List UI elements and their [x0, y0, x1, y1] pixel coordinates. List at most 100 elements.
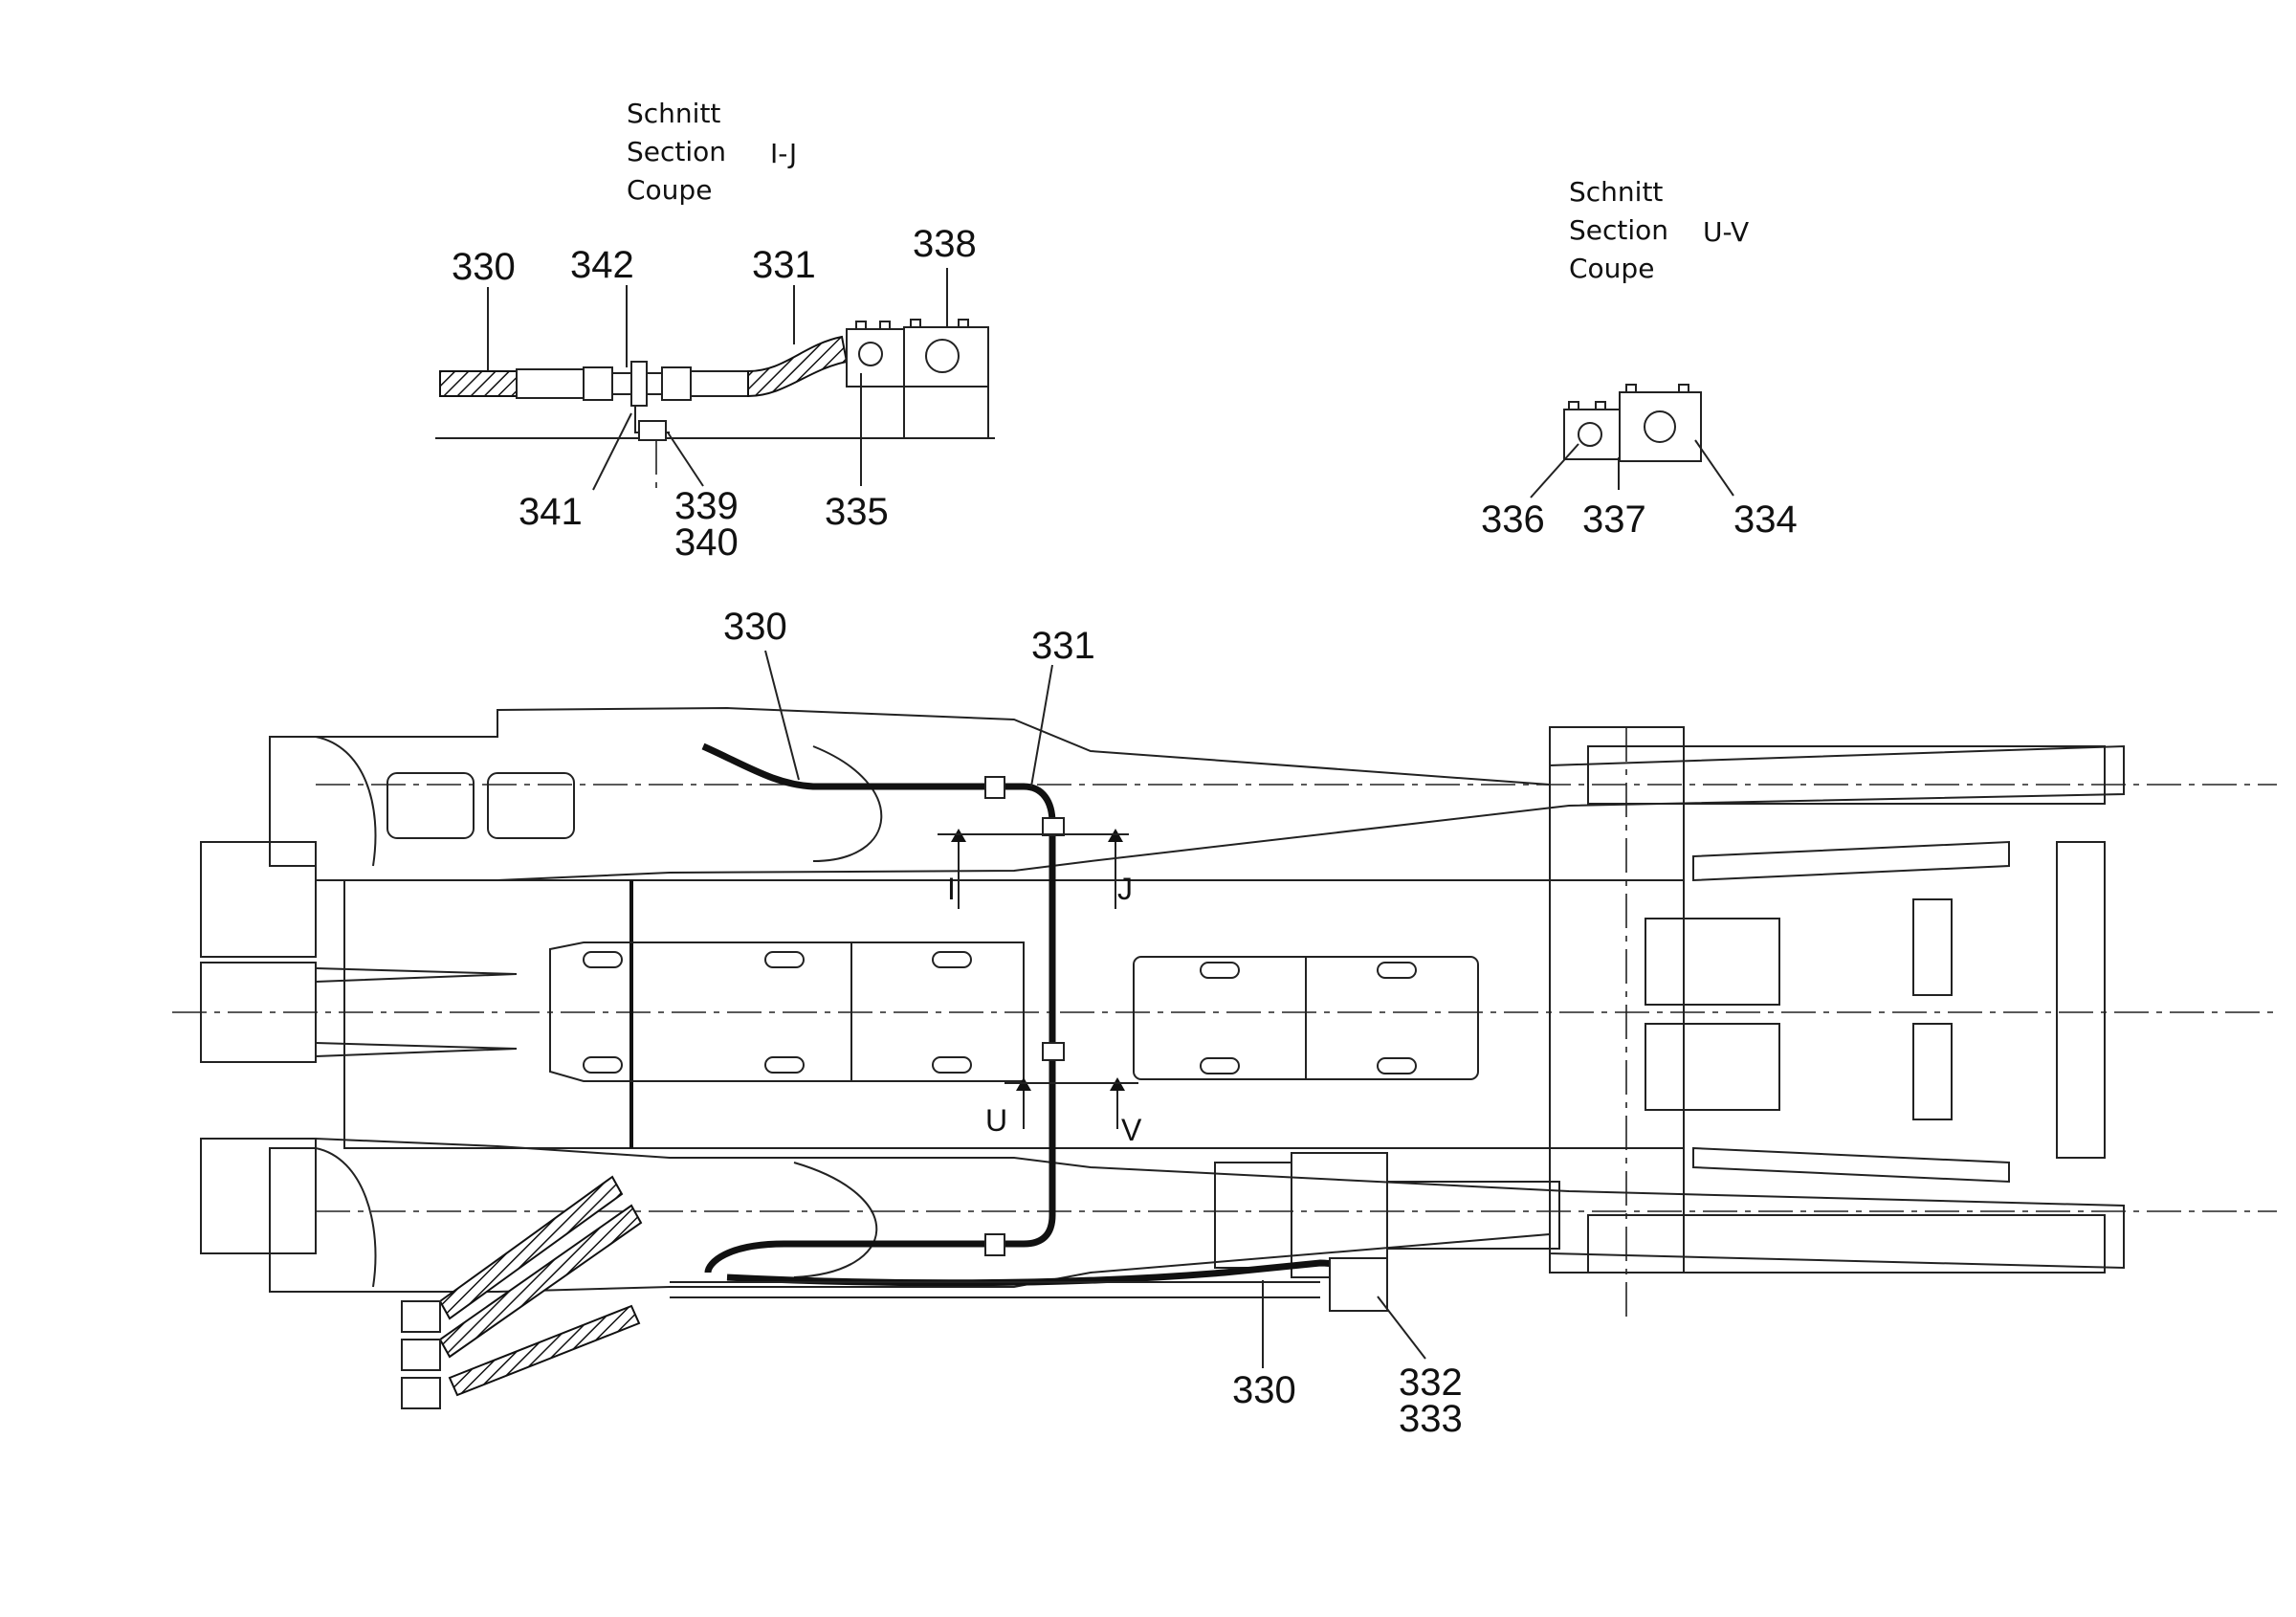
leader-332 — [1377, 1296, 1426, 1360]
bolt-4 — [958, 319, 969, 328]
callout-330-ij: 330 — [452, 246, 516, 288]
front-spike-1 — [315, 967, 518, 983]
clamp-338-top — [903, 326, 989, 388]
bolt-1 — [855, 321, 867, 330]
callout-341: 341 — [519, 491, 583, 533]
fitting-342-nut — [583, 366, 613, 401]
upper-boom-fork-curve — [315, 736, 377, 867]
section-uv-caption-line-1: Schnitt — [1569, 176, 1663, 208]
front-spike-2 — [315, 1042, 518, 1057]
bulkhead-union — [646, 372, 663, 395]
hose-clamp-3 — [1042, 1042, 1065, 1061]
callout-331-main: 331 — [1031, 625, 1095, 667]
bulkhead-plate — [630, 361, 648, 407]
rear-strut-bottom — [1692, 1146, 2010, 1184]
section-ij-caption-line-2: Section — [627, 136, 726, 167]
section-ij-cut-label: I-J — [770, 138, 797, 169]
section-ij-caption-line-1: Schnitt — [627, 98, 720, 129]
rear-beam-top — [1587, 745, 2106, 805]
bolt-2 — [879, 321, 891, 330]
clamp-335-bore — [858, 342, 883, 366]
leader-339 — [667, 432, 704, 487]
main-plan-view: I J U V 330 331 330 332 333 — [172, 606, 2277, 1440]
callout-331-ij: 331 — [752, 244, 816, 286]
callout-335: 335 — [825, 491, 889, 533]
callout-330-main-top: 330 — [723, 606, 787, 648]
hose-331-braid — [747, 335, 849, 398]
cut-label-u: U — [985, 1103, 1007, 1138]
rear-strut-top — [1692, 840, 2010, 882]
clamp-335 — [846, 328, 905, 388]
rear-beam-bottom — [1587, 1214, 2106, 1274]
upper-boom-window-2 — [487, 772, 575, 839]
bolt-uv-1 — [1568, 401, 1579, 410]
cut-label-v: V — [1121, 1113, 1142, 1147]
callout-339: 339 — [674, 485, 739, 527]
lower-boom-outline — [269, 1137, 2125, 1293]
section-uv-caption-line-2: Section — [1569, 214, 1668, 246]
callout-337: 337 — [1582, 498, 1646, 541]
bolt-uv-4 — [1678, 384, 1689, 393]
lower-boom-fork-curve — [315, 1147, 377, 1288]
rear-link-1 — [1912, 898, 1953, 996]
fitting-nut-2 — [661, 366, 692, 401]
callout-334: 334 — [1733, 498, 1798, 541]
cylinder-head — [1214, 1162, 1292, 1269]
callout-330-main-bottom: 330 — [1232, 1369, 1296, 1411]
centre-frame — [343, 879, 1685, 1149]
section-uv-view: Schnitt Section Coupe U-V 336 337 334 — [1481, 176, 1798, 541]
hose-clamp-1 — [984, 776, 1005, 799]
leader-341 — [592, 412, 632, 491]
clamp-336-bore — [1578, 422, 1602, 447]
rear-bracket-1 — [1645, 918, 1780, 1006]
section-ij-caption-line-3: Coupe — [627, 174, 712, 206]
deck-slots — [583, 951, 1417, 1074]
leader-336 — [1530, 443, 1579, 498]
cylinder-rod — [1386, 1181, 1560, 1250]
clamp-334-bore — [1644, 410, 1676, 443]
leader-334 — [1694, 439, 1734, 497]
section-uv-caption-line-3: Coupe — [1569, 253, 1654, 284]
section-ij-view: Schnitt Section Coupe I-J — [435, 98, 995, 564]
callout-340: 340 — [674, 521, 739, 564]
front-block-lower — [200, 1138, 317, 1254]
hose-330-upper — [701, 742, 985, 790]
nut-339 — [638, 420, 667, 441]
callout-338: 338 — [913, 223, 977, 265]
lower-boom-rib — [793, 1162, 878, 1278]
clamp-334 — [1619, 391, 1702, 462]
hose-331-ferrule — [690, 370, 749, 397]
hose-330-lower — [726, 1259, 1380, 1290]
hose-clamp-2 — [1042, 817, 1065, 836]
callout-336: 336 — [1481, 498, 1545, 541]
callout-333: 333 — [1399, 1398, 1463, 1440]
clamp-338-bore — [925, 339, 960, 373]
leader-331-main — [1030, 664, 1053, 787]
upper-boom-rib — [812, 745, 883, 862]
upper-boom-outline — [269, 706, 2125, 881]
callout-332: 332 — [1399, 1362, 1463, 1404]
bolt-uv-2 — [1595, 401, 1606, 410]
rear-bracket-2 — [1645, 1023, 1780, 1111]
callout-342: 342 — [570, 244, 634, 286]
upper-boom-window-1 — [386, 772, 475, 839]
front-block-upper — [200, 841, 317, 958]
hose-331-run — [704, 783, 1056, 1274]
cut-label-i: I — [947, 872, 956, 906]
rear-link-2 — [1912, 1023, 1953, 1120]
bolt-uv-3 — [1625, 384, 1637, 393]
rear-end-plate — [2056, 841, 2106, 1159]
bolt-3 — [910, 319, 921, 328]
clamp-336 — [1563, 409, 1621, 460]
section-uv-cut-label: U-V — [1703, 216, 1749, 248]
hose-clamp-4 — [984, 1233, 1005, 1256]
hose-330-ferrule — [516, 368, 585, 399]
hose-330-braid — [439, 370, 518, 397]
clamp-332 — [1329, 1257, 1388, 1312]
cut-label-j: J — [1117, 872, 1133, 906]
front-fork — [200, 962, 317, 1063]
fork-hose-bundle — [401, 1175, 643, 1409]
clamp-338-base — [903, 386, 989, 439]
fitting-342-body — [611, 372, 632, 395]
